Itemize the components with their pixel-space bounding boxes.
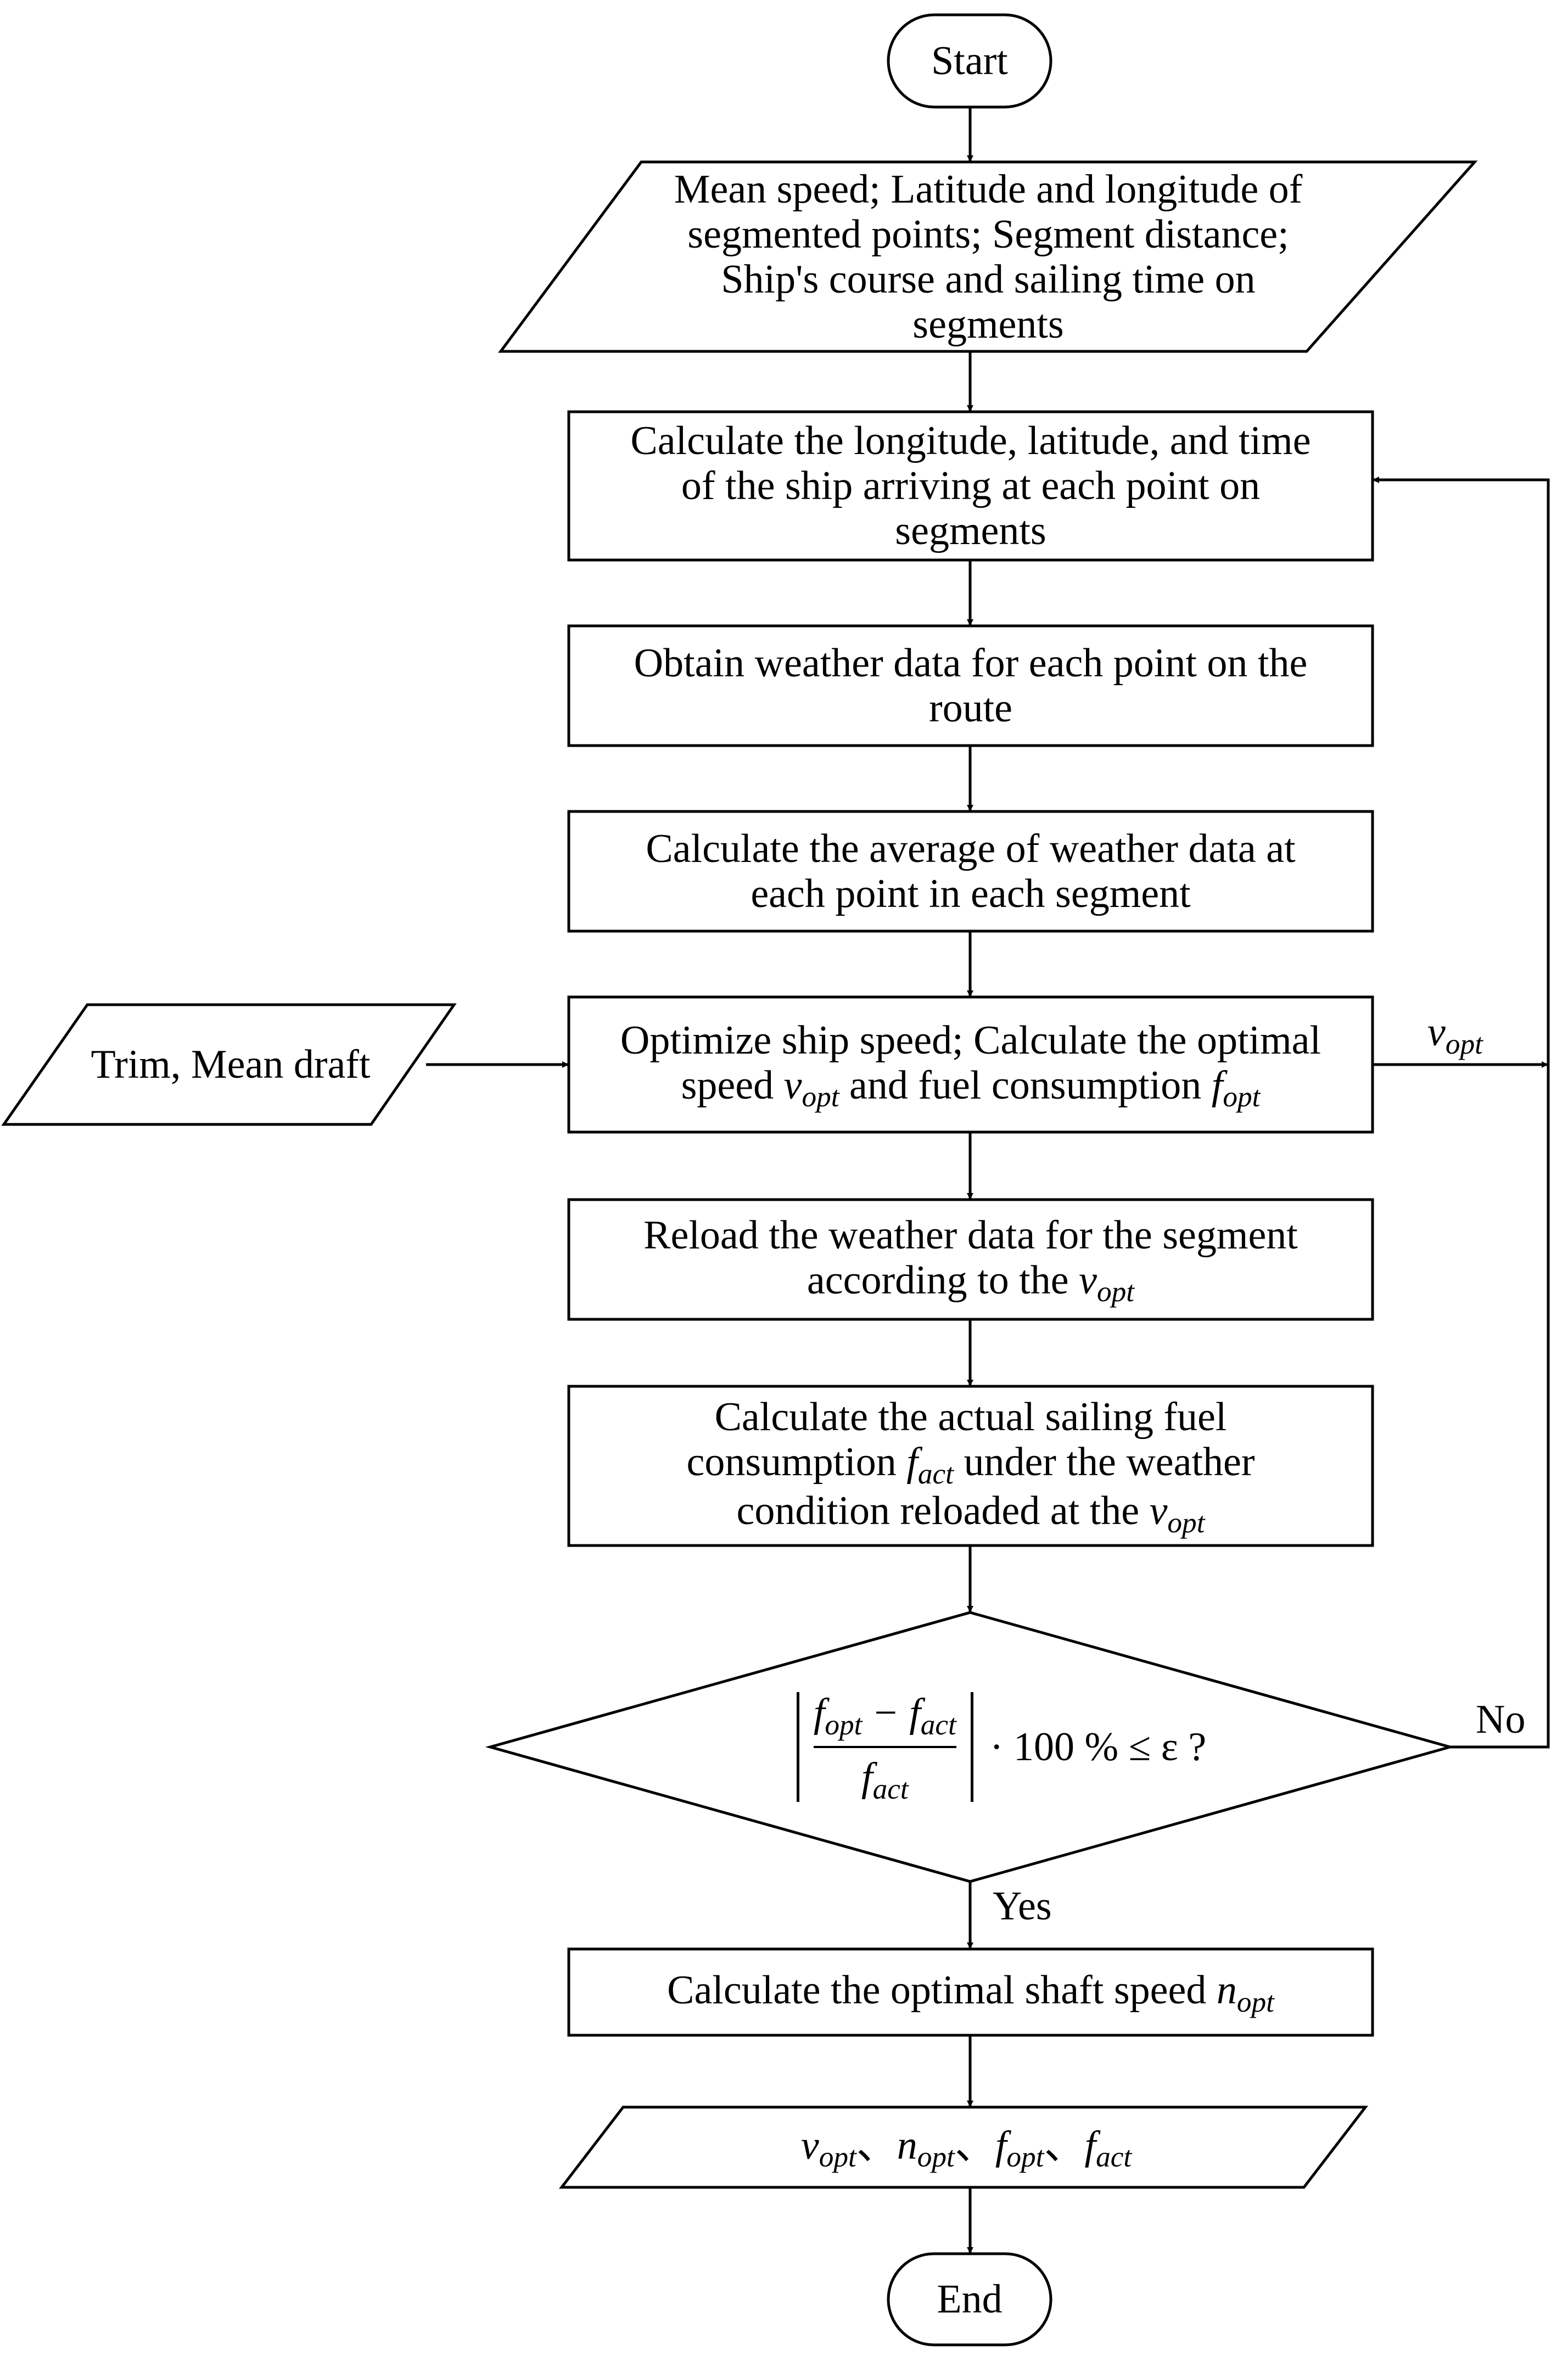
output-f1-sub: opt	[1006, 2141, 1044, 2174]
output-n-sub: opt	[917, 2141, 955, 2174]
input-line-3: Ship's course and sailing time on	[721, 256, 1256, 302]
output-n: n	[897, 2123, 917, 2168]
num-minus: −	[874, 1690, 898, 1735]
optimize-f-symbol: f	[1211, 1062, 1223, 1108]
abs-bar-left	[796, 1692, 799, 1802]
fraction-bar	[813, 1746, 956, 1748]
vopt-edge-label: vopt	[1427, 1009, 1483, 1060]
actual-label: Calculate the actual sailing fuel consum…	[569, 1386, 1373, 1546]
den-f: f	[861, 1755, 873, 1800]
shaft-line: Calculate the optimal shaft speed nopt	[667, 1968, 1274, 2018]
side-input-label: Trim, Mean draft	[33, 1005, 428, 1124]
reload-line-1: Reload the weather data for the segment	[643, 1212, 1298, 1258]
average-line-1: Calculate the average of weather data at	[646, 826, 1296, 871]
actual-condition-words: condition reloaded at the	[736, 1488, 1150, 1533]
optimize-v-subscript: opt	[802, 1080, 839, 1113]
input-line-4: segments	[912, 301, 1064, 347]
decision-rest: · 100 % ≤ ε ?	[989, 1724, 1207, 1770]
actual-f-subscript: act	[917, 1457, 954, 1490]
fraction: fopt−fact fact	[813, 1689, 956, 1805]
num-f2-sub: act	[920, 1708, 956, 1741]
calc-position-line-3: segments	[895, 508, 1046, 553]
reload-v-subscript: opt	[1096, 1275, 1135, 1308]
weather-line-1: Obtain weather data for each point on th…	[634, 641, 1308, 686]
calc-position-line-1: Calculate the longitude, latitude, and t…	[630, 418, 1311, 463]
reload-label: Reload the weather data for the segment …	[569, 1200, 1373, 1319]
optimize-line-1: Optimize ship speed; Calculate the optim…	[620, 1017, 1321, 1063]
actual-v-subscript: opt	[1167, 1506, 1205, 1539]
decision-formula: fopt−fact fact · 100 % ≤ ε ?	[703, 1689, 1296, 1805]
fraction-numerator: fopt−fact	[813, 1689, 956, 1741]
side-input-parallelogram	[1, 1003, 457, 1126]
optimize-label: Optimize ship speed; Calculate the optim…	[569, 997, 1373, 1132]
input-line-1: Mean speed; Latitude and longitude of	[674, 166, 1303, 212]
num-f1-sub: opt	[825, 1708, 863, 1741]
actual-weather-words: under the weather	[953, 1440, 1255, 1485]
output-parallelogram	[558, 2106, 1369, 2189]
input-label: Mean speed; Latitude and longitude of se…	[571, 162, 1405, 351]
shaft-n-subscript: opt	[1236, 1985, 1274, 2018]
edge-decision-no-loop	[1373, 477, 1550, 1749]
start-label: Start	[888, 15, 1051, 107]
actual-f-symbol: f	[906, 1440, 918, 1485]
calc-position-line-2: of the ship arriving at each point on	[681, 463, 1261, 508]
output-f2-sub: act	[1096, 2141, 1132, 2174]
shaft-n-symbol: n	[1216, 1968, 1237, 2013]
optimize-v-symbol: v	[783, 1062, 802, 1108]
yes-text: Yes	[993, 1884, 1052, 1929]
fraction-denominator: fact	[861, 1754, 909, 1805]
shaft-words: Calculate the optimal shaft speed	[667, 1968, 1217, 2013]
optimize-fuel-words: and fuel consumption	[839, 1062, 1212, 1108]
optimize-line-2: speed vopt and fuel consumption fopt	[681, 1062, 1261, 1113]
num-f2: f	[909, 1690, 921, 1735]
no-text: No	[1476, 1697, 1526, 1742]
num-f1: f	[813, 1690, 825, 1735]
end-label: End	[888, 2254, 1051, 2345]
shaft-label: Calculate the optimal shaft speed nopt	[569, 1949, 1373, 2035]
den-f-sub: act	[872, 1772, 909, 1805]
vopt-edge-subscript: opt	[1445, 1027, 1483, 1060]
reload-line-2: according to the vopt	[807, 1257, 1135, 1308]
output-f2: f	[1084, 2123, 1096, 2168]
optimize-f-subscript: opt	[1223, 1080, 1261, 1113]
weather-line-2: route	[928, 686, 1013, 731]
side-input-text: Trim, Mean draft	[91, 1042, 371, 1087]
output-line: vopt、nopt、fopt、fact	[800, 2123, 1132, 2174]
average-label: Calculate the average of weather data at…	[569, 811, 1373, 931]
input-line-2: segmented points; Segment distance;	[687, 211, 1289, 257]
input-parallelogram	[498, 160, 1478, 353]
actual-line-1: Calculate the actual sailing fuel	[714, 1395, 1227, 1440]
output-label: vopt、nopt、fopt、fact	[593, 2107, 1340, 2187]
output-v: v	[800, 2123, 819, 2168]
abs-bar-right	[970, 1692, 973, 1802]
actual-line-2: consumption fact under the weather	[686, 1440, 1255, 1490]
output-f1: f	[995, 2123, 1007, 2168]
output-sep-3: 、	[1044, 2123, 1085, 2168]
actual-line-3: condition reloaded at the vopt	[736, 1488, 1205, 1539]
optimize-speed-word: speed	[681, 1062, 784, 1108]
start-text: Start	[931, 38, 1008, 83]
average-line-2: each point in each segment	[751, 871, 1191, 916]
output-sep-2: 、	[954, 2123, 995, 2168]
output-v-sub: opt	[819, 2141, 856, 2174]
no-label: No	[1476, 1696, 1525, 1743]
calc-position-label: Calculate the longitude, latitude, and t…	[569, 412, 1373, 560]
reload-according-words: according to the	[807, 1257, 1079, 1303]
weather-label: Obtain weather data for each point on th…	[569, 626, 1373, 746]
vopt-edge-v: v	[1427, 1010, 1446, 1055]
reload-v-symbol: v	[1079, 1257, 1097, 1303]
actual-consumption-word: consumption	[686, 1440, 907, 1485]
yes-label: Yes	[993, 1883, 1052, 1930]
end-text: End	[937, 2277, 1003, 2322]
actual-v-symbol: v	[1149, 1488, 1168, 1533]
output-sep-1: 、	[856, 2123, 897, 2168]
